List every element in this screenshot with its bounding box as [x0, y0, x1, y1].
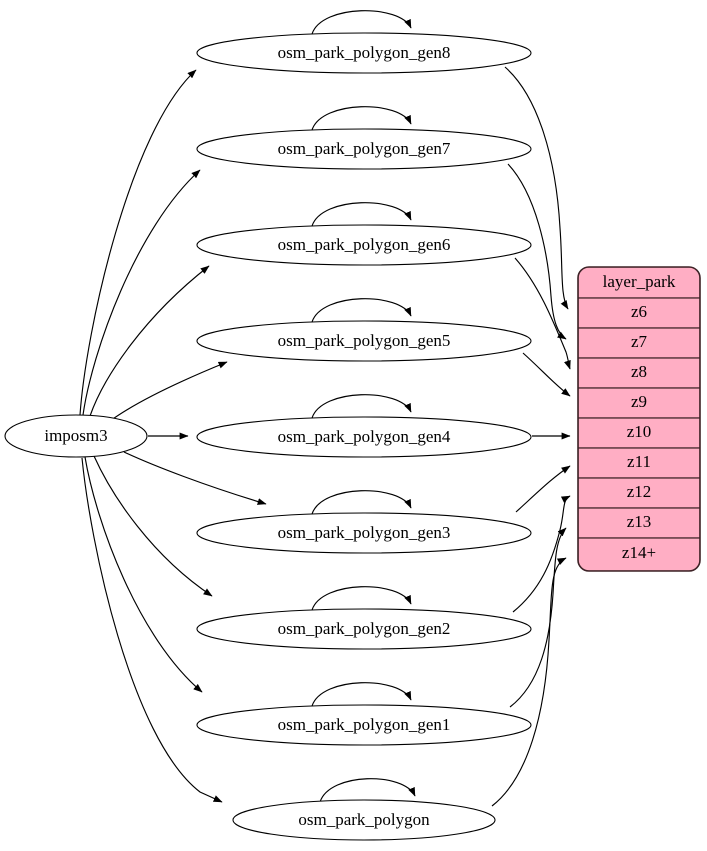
node-gen8-label: osm_park_polygon_gen8 [278, 43, 451, 62]
node-osm_park_polygon_gen8[interactable]: osm_park_polygon_gen8 [196, 32, 532, 74]
node-osm_park_polygon_gen1[interactable]: osm_park_polygon_gen1 [196, 704, 532, 746]
layer-park-row-z13-cell[interactable] [578, 507, 700, 539]
edge-gen7-to-z7 [507, 163, 567, 340]
edge-imposm3-to-gen1 [84, 456, 203, 693]
self-loop-gen1 [311, 682, 412, 707]
node-gen6-shape[interactable] [196, 224, 532, 266]
node-imposm3-label: imposm3 [44, 426, 107, 445]
node-gen2-label: osm_park_polygon_gen2 [278, 619, 451, 638]
edge-gen1-to-z13 [509, 527, 567, 708]
edge-imposm3-to-gen7 [82, 169, 201, 416]
node-osm_park_polygon_gen2[interactable]: osm_park_polygon_gen2 [196, 608, 532, 650]
edge-imposm3-to-polygon [81, 457, 223, 803]
node-gen8-shape[interactable] [196, 32, 532, 74]
edge-imposm3-to-gen6 [89, 265, 210, 417]
node-gen2-shape[interactable] [196, 608, 532, 650]
layer-park-row-z10-label: z10 [627, 422, 652, 441]
node-osm_park_polygon_gen4[interactable]: osm_park_polygon_gen4 [196, 416, 532, 458]
layer-park-row-z11-label: z11 [627, 452, 651, 471]
layer-park-row-z6-label: z6 [631, 302, 647, 321]
node-gen1-label: osm_park_polygon_gen1 [278, 715, 451, 734]
edges-source-to-tables [79, 69, 267, 803]
layer-park-row-z12-cell[interactable] [578, 477, 700, 509]
self-loop-gen2 [311, 586, 412, 611]
node-imposm3[interactable]: imposm3 [4, 414, 148, 458]
node-osm_park_polygon_gen7[interactable]: osm_park_polygon_gen7 [196, 128, 532, 170]
self-loop-gen3 [311, 490, 412, 515]
self-loop-gen7 [311, 106, 412, 131]
node-gen3-shape[interactable] [196, 512, 532, 554]
layer-park-row-z14-cell[interactable] [578, 537, 700, 571]
node-osm_park_polygon_gen6[interactable]: osm_park_polygon_gen6 [196, 224, 532, 266]
edge-gen2-to-z12 [512, 495, 571, 613]
edge-imposm3-to-gen8 [79, 69, 197, 416]
node-gen4-label: osm_park_polygon_gen4 [278, 427, 451, 446]
self-loop-gen5 [311, 298, 412, 323]
layer-park-row-z10-cell[interactable] [578, 417, 700, 449]
layer-park-row-z7-cell[interactable] [578, 327, 700, 359]
layer-park-outline [577, 266, 701, 572]
node-polygon-label: osm_park_polygon [298, 810, 430, 829]
layer-park-table[interactable]: layer_park z6 z7 z8 z9 z10 z11 z12 z13 z… [577, 266, 701, 572]
node-gen6-label: osm_park_polygon_gen6 [278, 235, 451, 254]
self-loop-polygon [319, 778, 416, 803]
layer-park-row-z14-label: z14+ [622, 543, 656, 562]
layer-park-row-z8-label: z8 [631, 362, 647, 381]
layer-park-row-z13-label: z13 [627, 512, 652, 531]
layer-park-row-z9-label: z9 [631, 392, 647, 411]
node-gen1-shape[interactable] [196, 704, 532, 746]
layer-park-row-z9-cell[interactable] [578, 387, 700, 419]
node-gen4-shape[interactable] [196, 416, 532, 458]
node-polygon-shape[interactable] [232, 799, 496, 841]
self-loop-gen4 [311, 394, 412, 419]
layer-park-row-z11-cell[interactable] [578, 447, 700, 479]
edge-polygon-to-z14 [491, 557, 567, 807]
node-gen7-shape[interactable] [196, 128, 532, 170]
self-loop-gen6 [311, 202, 412, 227]
edges-tables-to-layer [491, 66, 571, 807]
node-gen3-label: osm_park_polygon_gen3 [278, 523, 451, 542]
edge-imposm3-to-gen3 [123, 451, 267, 505]
node-gen5-shape[interactable] [196, 320, 532, 362]
edge-gen8-to-z6 [504, 66, 569, 310]
edge-gen6-to-z8 [514, 257, 571, 370]
layer-park-row-z7-label: z7 [631, 332, 648, 351]
node-osm_park_polygon_gen5[interactable]: osm_park_polygon_gen5 [196, 320, 532, 362]
node-gen7-label: osm_park_polygon_gen7 [278, 139, 451, 158]
self-loop-edges [311, 10, 416, 803]
edge-imposm3-to-gen5 [109, 361, 228, 422]
layer-park-header-label: layer_park [603, 272, 676, 291]
node-osm_park_polygon[interactable]: osm_park_polygon [232, 799, 496, 841]
edge-imposm3-to-gen2 [93, 455, 213, 597]
edge-gen3-to-z11 [515, 465, 571, 513]
layer-park-row-z12-label: z12 [627, 482, 652, 501]
node-gen5-label: osm_park_polygon_gen5 [278, 331, 451, 350]
node-imposm3-shape[interactable] [4, 414, 148, 458]
node-osm_park_polygon_gen3[interactable]: osm_park_polygon_gen3 [196, 512, 532, 554]
edge-gen5-to-z9 [522, 352, 571, 397]
self-loop-gen8 [311, 10, 412, 35]
